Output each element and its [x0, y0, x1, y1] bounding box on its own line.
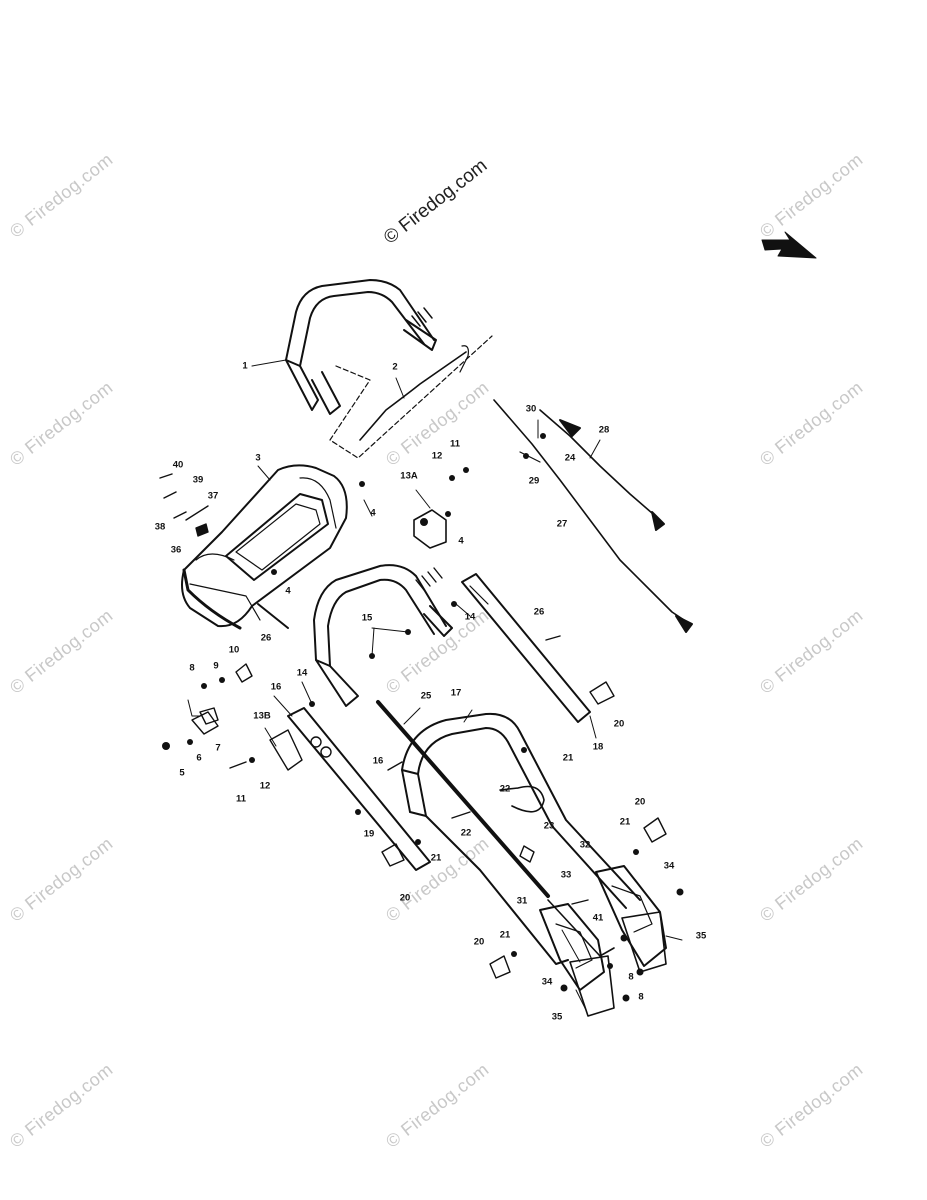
callout-7: 7 [215, 742, 221, 754]
upper-handle-part [285, 279, 437, 415]
callout-20: 20 [613, 718, 625, 730]
callout-21: 21 [619, 816, 631, 828]
callout-37: 37 [207, 490, 219, 502]
handle-rod-left-part [287, 707, 431, 871]
callout-32: 32 [579, 839, 591, 851]
callout-26: 26 [260, 632, 272, 644]
callout-12: 12 [431, 450, 443, 462]
callout-22: 22 [499, 783, 511, 795]
callout-3: 3 [255, 452, 261, 464]
callout-21: 21 [499, 929, 511, 941]
callout-35: 35 [695, 930, 707, 942]
callout-19: 19 [363, 828, 375, 840]
callout-8: 8 [638, 991, 644, 1003]
callout-28: 28 [598, 424, 610, 436]
callout-31: 31 [516, 895, 528, 907]
callout-20: 20 [473, 936, 485, 948]
callout-25: 25 [420, 690, 432, 702]
callout-20: 20 [399, 892, 411, 904]
callout-22: 22 [460, 827, 472, 839]
callout-21: 21 [430, 852, 442, 864]
callout-17: 17 [450, 687, 462, 699]
callout-4: 4 [285, 585, 291, 597]
nuts-and-washers [162, 433, 684, 1002]
callout-30: 30 [525, 403, 537, 415]
lower-bracket-31-part [539, 903, 605, 991]
callout-27: 27 [556, 518, 568, 530]
callout-38: 38 [154, 521, 166, 533]
handle-rod-right-part [461, 573, 591, 723]
callout-4: 4 [458, 535, 464, 547]
long-rod-part [376, 700, 550, 898]
callout-4: 4 [370, 507, 376, 519]
control-cable-part [493, 399, 693, 633]
shroud-cover-part [181, 464, 348, 630]
lower-handle-part [401, 712, 641, 965]
callout-34: 34 [541, 976, 553, 988]
callout-33: 33 [560, 869, 572, 881]
callout-26: 26 [533, 606, 545, 618]
callout-21: 21 [562, 752, 574, 764]
callout-13a: 13A [400, 470, 418, 482]
callout-29: 29 [528, 475, 540, 487]
callout-14: 14 [464, 611, 476, 623]
callout-16: 16 [372, 755, 384, 767]
callout-18: 18 [592, 741, 604, 753]
callout-41: 41 [592, 912, 604, 924]
direction-arrow-icon [761, 231, 817, 259]
callout-9: 9 [213, 660, 219, 672]
callout-5: 5 [179, 767, 185, 779]
callout-13b: 13B [253, 710, 271, 722]
callout-8: 8 [628, 971, 634, 983]
callout-15: 15 [361, 612, 373, 624]
callout-24: 24 [564, 452, 576, 464]
bracket-13a-part [413, 509, 447, 549]
callout-10: 10 [228, 644, 240, 656]
callout-20: 20 [634, 796, 646, 808]
middle-handle-part [313, 564, 453, 707]
callout-23: 23 [543, 820, 555, 832]
callout-1: 1 [242, 360, 248, 372]
leader-lines [187, 359, 683, 1011]
callout-14: 14 [296, 667, 308, 679]
callout-36: 36 [170, 544, 182, 556]
callout-12: 12 [259, 780, 271, 792]
lower-bracket-32-part [595, 865, 667, 967]
callout-40: 40 [172, 459, 184, 471]
lower-plate-part [569, 911, 667, 1017]
callout-8: 8 [189, 662, 195, 674]
callout-39: 39 [192, 474, 204, 486]
callout-35: 35 [551, 1011, 563, 1023]
callout-6: 6 [196, 752, 202, 764]
control-panel-sheet-part [329, 335, 493, 459]
callout-11: 11 [235, 793, 247, 805]
callout-2: 2 [392, 361, 398, 373]
callout-11: 11 [449, 438, 461, 450]
callout-34: 34 [663, 860, 675, 872]
callout-16: 16 [270, 681, 282, 693]
hardware-bolts [159, 473, 667, 979]
